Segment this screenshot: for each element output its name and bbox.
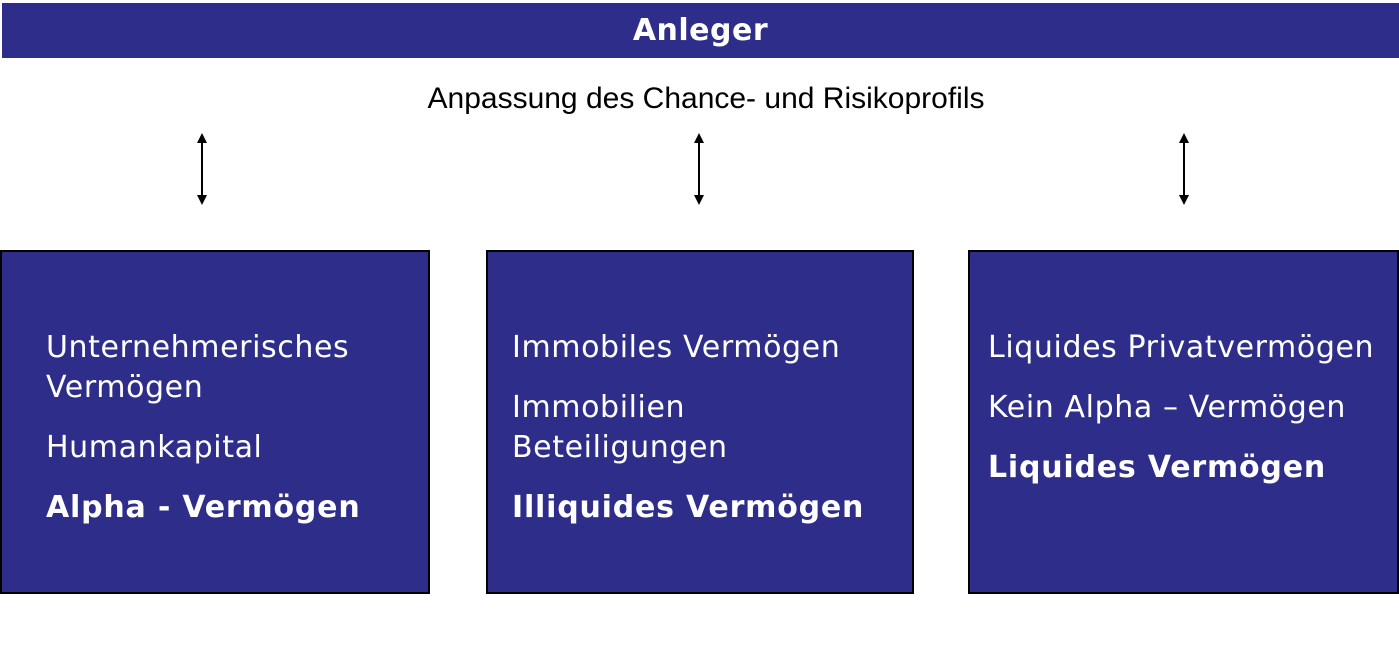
entrepreneurial-assets-label: Unternehmerisches Vermögen: [46, 330, 350, 405]
real-estate-holdings-label: Immobilien Beteiligungen: [512, 390, 728, 465]
alpha-assets-box: Unternehmerisches Vermögen Humankapital …: [0, 250, 430, 594]
investor-header: Anleger: [2, 3, 1399, 58]
alpha-assets-category: Alpha - Vermögen: [46, 490, 361, 525]
immobile-assets-label: Immobiles Vermögen: [512, 330, 841, 365]
illiquid-assets-category: Illiquides Vermögen: [512, 490, 865, 525]
double-headed-arrow-icon: [1179, 133, 1189, 205]
illiquid-assets-content: Immobiles Vermögen Immobilien Beteiligun…: [512, 328, 902, 528]
no-alpha-assets-label: Kein Alpha – Vermögen: [988, 390, 1347, 425]
double-headed-arrow-icon: [694, 133, 704, 205]
liquid-private-assets-label: Liquides Privatvermögen: [988, 330, 1375, 365]
liquid-assets-box: Liquides Privatvermögen Kein Alpha – Ver…: [968, 250, 1399, 594]
liquid-assets-content: Liquides Privatvermögen Kein Alpha – Ver…: [988, 328, 1393, 488]
profile-adjustment-label: Anpassung des Chance- und Risikoprofils: [427, 82, 985, 115]
double-headed-arrow-icon: [197, 133, 207, 205]
liquid-assets-category: Liquides Vermögen: [988, 450, 1327, 485]
alpha-assets-content: Unternehmerisches Vermögen Humankapital …: [46, 328, 418, 528]
investor-title: Anleger: [632, 13, 769, 48]
illiquid-assets-box: Immobiles Vermögen Immobilien Beteiligun…: [486, 250, 914, 594]
human-capital-label: Humankapital: [46, 430, 263, 465]
